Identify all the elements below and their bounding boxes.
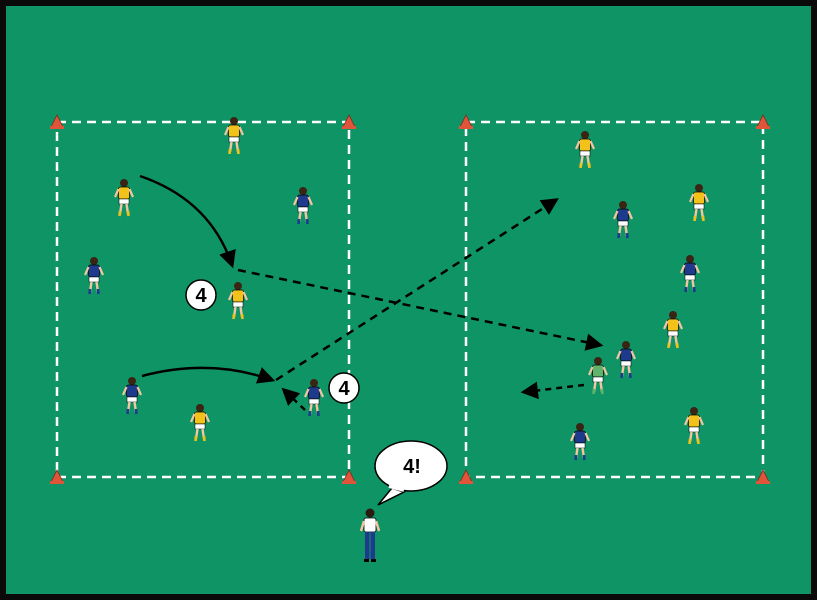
player-figure-icon xyxy=(574,131,596,169)
player-figure-icon xyxy=(587,357,609,395)
player-figure-icon xyxy=(292,187,314,225)
player-figure-icon xyxy=(688,184,710,222)
cone-icon xyxy=(342,114,356,129)
pitch-grass xyxy=(6,6,811,594)
cone-icon xyxy=(756,114,770,129)
player-figure-icon xyxy=(679,255,701,293)
player-figure-icon xyxy=(223,117,245,155)
cone-icon xyxy=(756,469,770,484)
player-figure-icon xyxy=(113,179,135,217)
coach-speech-text: 4! xyxy=(403,456,421,478)
player-figure-icon xyxy=(615,341,637,379)
player-figure-icon xyxy=(303,379,325,417)
player-figure-icon xyxy=(612,201,634,239)
player-figure-icon xyxy=(189,404,211,442)
cone-icon xyxy=(50,469,64,484)
left-grid xyxy=(55,120,351,479)
movement-lines xyxy=(139,174,604,411)
right-grid xyxy=(464,120,765,479)
cone-icon xyxy=(342,469,356,484)
badge-middle-text: 4 xyxy=(338,378,350,400)
cones xyxy=(50,114,770,484)
badge-middle: 4 xyxy=(328,372,360,404)
pass-line-left-to-right xyxy=(237,268,604,351)
cone-icon xyxy=(459,469,473,484)
run-arrow-top xyxy=(139,174,236,269)
cone-icon xyxy=(459,114,473,129)
badge-left-text: 4 xyxy=(195,285,207,307)
players xyxy=(83,117,710,461)
coach xyxy=(359,508,381,562)
player-figure-icon xyxy=(569,423,591,461)
short-arrow-bottom xyxy=(281,387,306,411)
player-figure-icon xyxy=(83,257,105,295)
badge-left: 4 xyxy=(185,279,217,311)
player-figure-icon xyxy=(662,311,684,349)
player-figure-icon xyxy=(121,377,143,415)
cone-icon xyxy=(50,114,64,129)
coach-speech-bubble: 4! xyxy=(374,440,448,506)
run-arrow-bottom xyxy=(141,366,276,384)
player-figure-icon xyxy=(227,282,249,320)
player-figure-icon xyxy=(683,407,705,445)
